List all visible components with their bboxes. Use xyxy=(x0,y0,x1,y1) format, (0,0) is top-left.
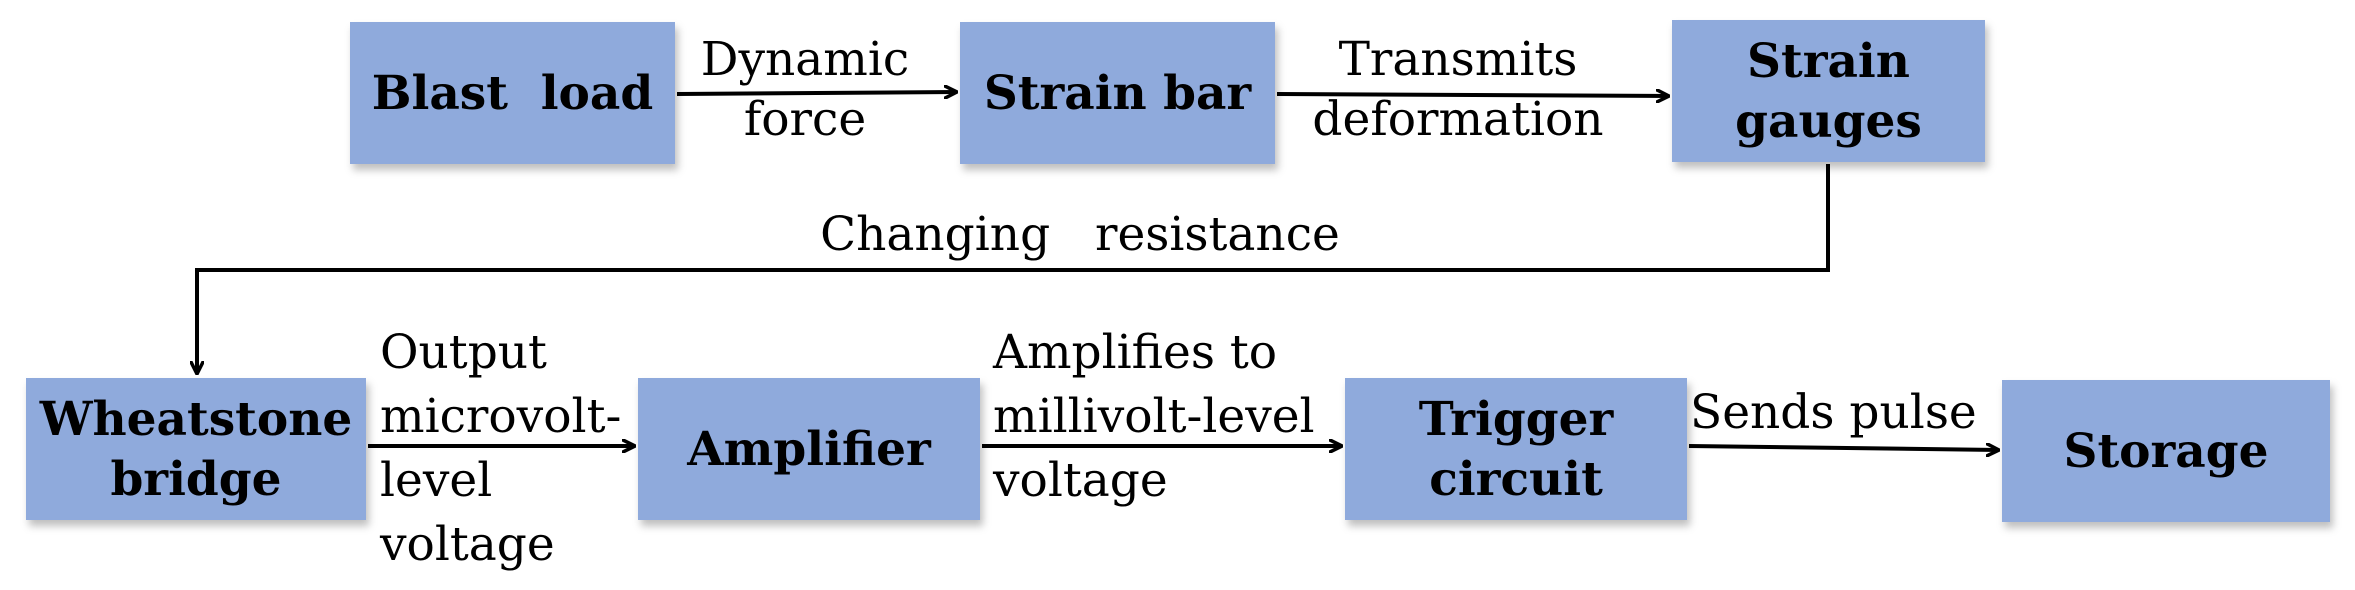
trigger-circuit-label-line: circuit xyxy=(1429,452,1603,507)
strain-bar-to-strain-gauges-label-line: deformation xyxy=(1312,92,1603,147)
trigger-circuit-box-shape xyxy=(1345,378,1687,520)
wheatstone-bridge-to-amplifier-label-line: Output xyxy=(380,325,547,380)
trigger-circuit-to-storage-label-line: Sends pulse xyxy=(1690,385,1977,440)
storage-box-shape xyxy=(2002,380,2330,522)
trigger-circuit-label-line: Trigger xyxy=(1419,392,1615,447)
wheatstone-bridge-label-line: Wheatstone xyxy=(39,392,353,447)
strain-gauges-label-line: gauges xyxy=(1735,94,1922,149)
blast-load-box-shape xyxy=(350,22,675,164)
process-boxes: Blast load Strain bar StraingaugesWheatsto… xyxy=(26,20,2330,522)
amplifier-to-trigger-circuit-label-line: voltage xyxy=(992,453,1168,508)
strain-bar-to-strain-gauges-arrow xyxy=(1276,94,1669,96)
wheatstone-bridge-to-amplifier-label-line: level xyxy=(380,453,492,508)
wheatstone-bridge-box-shape xyxy=(26,378,366,520)
strain-bar-label-line: Strain bar xyxy=(984,66,1253,121)
strain-bar-box-shape xyxy=(960,22,1275,164)
amplifier-box-shape xyxy=(638,378,980,520)
amplifier-to-trigger-circuit-label-line: Amplifies to xyxy=(992,325,1277,380)
trigger-circuit-to-storage-arrow xyxy=(1688,446,1999,450)
wheatstone-bridge-to-amplifier-label-line: voltage xyxy=(379,517,555,572)
wheatstone-bridge-label-line: bridge xyxy=(110,452,281,507)
blast-load-to-strain-bar-label-line: force xyxy=(744,92,866,147)
storage-box: Storage xyxy=(2002,380,2330,522)
blast-load-box: Blast load xyxy=(350,22,675,164)
amplifier-box: Amplifier xyxy=(638,378,980,520)
strain-gauges-label-line: Strain xyxy=(1747,34,1910,89)
strain-gauges-to-wheatstone-bridge-arrow xyxy=(197,164,1830,374)
amplifier-label-line: Amplifier xyxy=(686,422,932,477)
connectors xyxy=(197,92,1999,450)
strain-gauges-to-wheatstone-bridge-label-line: Changing resistance xyxy=(820,207,1340,262)
amplifier-to-trigger-circuit-label-line: millivolt-level xyxy=(993,389,1315,444)
blast-load-to-strain-bar-arrow xyxy=(676,92,957,94)
wheatstone-bridge-to-amplifier-label-line: microvolt- xyxy=(380,389,621,444)
storage-label-line: Storage xyxy=(2064,424,2269,479)
blast-load-to-strain-bar-label-line: Dynamic xyxy=(701,32,909,87)
blast-load-label-line: Blast load xyxy=(372,66,653,121)
strain-bar-box: Strain bar xyxy=(960,22,1275,164)
strain-gauges-box-shape xyxy=(1672,20,1985,162)
strain-bar-to-strain-gauges-label-line: Transmits xyxy=(1339,32,1578,87)
